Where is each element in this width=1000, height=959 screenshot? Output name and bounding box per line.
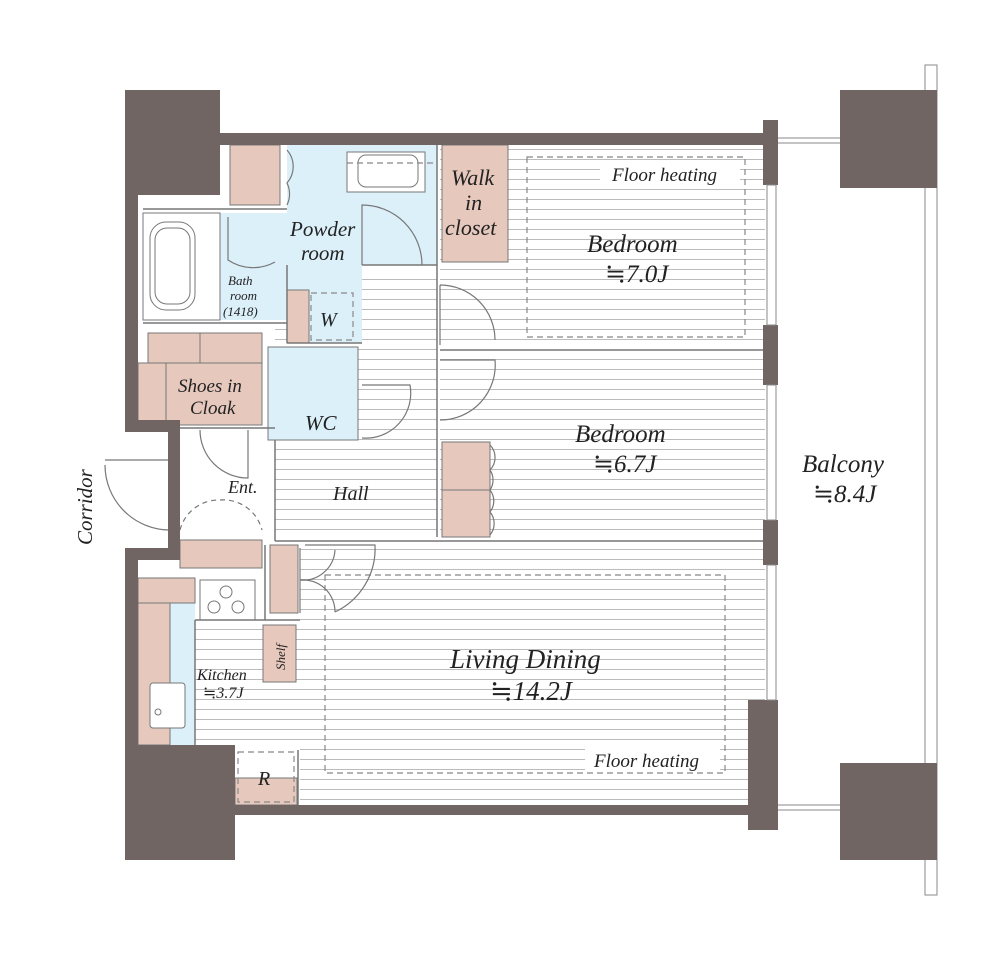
doors — [104, 149, 496, 613]
balcony-name: Balcony — [802, 451, 885, 478]
shoes-in-cloak-label: Shoes in — [178, 376, 242, 397]
walls — [125, 90, 778, 860]
bedroom2-size: ≒6.7J — [593, 451, 658, 478]
walk-in-closet-label: closet — [445, 215, 497, 240]
shoes-in-cloak — [147, 332, 263, 364]
kitchen-size: ≒3.7J — [203, 685, 244, 702]
refrigerator-label: R — [257, 768, 270, 790]
bedroom1-name: Bedroom — [587, 231, 678, 258]
kitchen-name: Kitchen — [196, 667, 247, 684]
powder-room-label: room — [301, 241, 345, 265]
bath-room-label: room — [230, 288, 257, 303]
balcony-pillar-bottom — [840, 763, 937, 860]
washer-label: W — [320, 309, 339, 331]
windows — [766, 184, 777, 701]
floor-heating-label: Floor heating — [611, 165, 717, 186]
shelf — [262, 624, 297, 683]
shoes-in-cloak-label: Cloak — [190, 398, 236, 419]
hall-label: Hall — [332, 483, 369, 505]
wc-area — [267, 346, 359, 441]
bedroom1-size: ≒7.0J — [605, 261, 670, 288]
bath-room-label: (1418) — [223, 304, 258, 319]
walk-in-closet — [441, 144, 509, 263]
entrance-label: Ent. — [227, 477, 258, 497]
balcony-size: ≒8.4J — [813, 481, 878, 508]
floor-heating-bedroom — [526, 156, 746, 338]
corridor-label: Corridor — [73, 468, 97, 545]
wc-label: WC — [305, 411, 337, 435]
floor-heating-label-living: Floor heating — [593, 751, 699, 772]
bath-room-area — [220, 213, 287, 320]
balcony-pillar-top — [840, 90, 937, 188]
balcony — [778, 64, 938, 896]
walk-in-closet-label: Walk — [451, 165, 495, 190]
powder-room-label: Powder — [289, 217, 356, 241]
floor-heating-living — [324, 574, 726, 774]
shelf-label: Shelf — [273, 642, 288, 670]
living-size: ≒14.2J — [490, 676, 574, 706]
bedroom2-name: Bedroom — [575, 421, 666, 448]
bedroom2-floor — [440, 355, 765, 537]
refrigerator — [237, 751, 295, 803]
bath-room-label: Bath — [228, 273, 253, 288]
walk-in-closet-label: in — [465, 190, 482, 215]
living-name: Living Dining — [449, 644, 601, 674]
